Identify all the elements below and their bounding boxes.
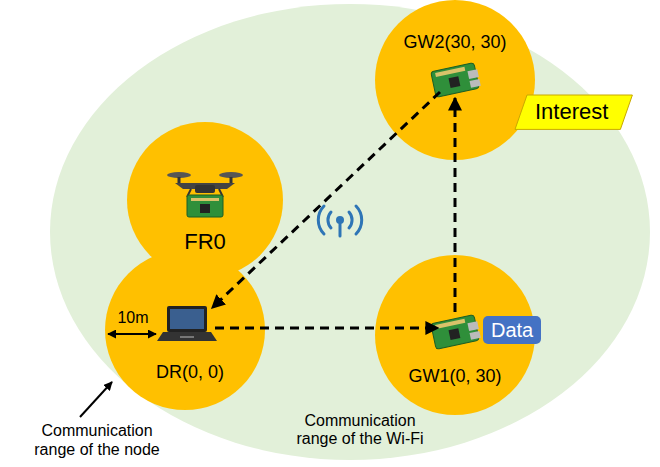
- ellipse-outline: [50, 4, 650, 460]
- message-label: Interest: [535, 99, 608, 125]
- node-label: FR0: [184, 229, 226, 254]
- gateway-range: GW2(30, 30): [375, 0, 535, 160]
- circle-outline: [105, 250, 265, 410]
- callout-label: Communication range of the node: [27, 421, 167, 459]
- leader-arrow: [80, 382, 112, 417]
- message-label: Data: [491, 318, 533, 342]
- circle-fill: [105, 250, 265, 410]
- dimension-label: 10m: [117, 308, 148, 327]
- node-label: Communication range of the Wi-Fi: [290, 412, 430, 449]
- wifi-range: Communication range of the Wi-Fi GW2(30, …: [50, 4, 650, 460]
- circle-fill: [375, 0, 535, 160]
- requester-range: DR(0, 0): [105, 250, 265, 410]
- circle-outline: [127, 122, 283, 278]
- forwarder-range: FR0: [127, 122, 283, 278]
- node-label: GW1(0, 30): [408, 366, 501, 387]
- circle-outline: [375, 0, 535, 160]
- node-label: GW2(30, 30): [403, 32, 506, 53]
- node-label: DR(0, 0): [156, 362, 224, 383]
- interest-tag: Interest: [515, 95, 632, 129]
- circle-fill: [375, 255, 535, 415]
- data-tag: Data: [483, 316, 541, 344]
- ellipse-fill: [50, 4, 650, 460]
- parallelogram-fill: [515, 95, 632, 129]
